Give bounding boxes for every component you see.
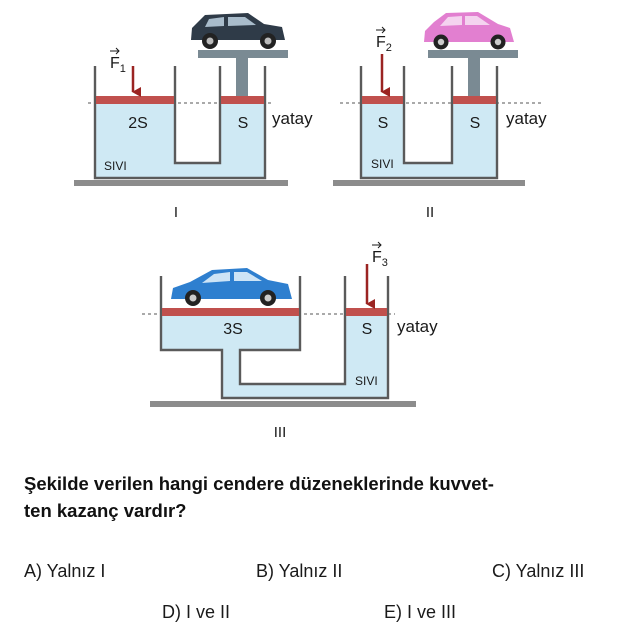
rod-i [236, 58, 248, 96]
piston-right-i [221, 96, 264, 104]
area-right-iii: S [362, 321, 373, 338]
area-right-i: S [238, 115, 249, 132]
fluid-label-ii: SIVI [371, 157, 394, 171]
vector-bar-ii [376, 26, 386, 34]
panel-i: F1 2S S yatay SIVI I [74, 13, 313, 221]
area-right-ii: S [470, 115, 481, 132]
option-b[interactable]: B) Yalnız II [256, 561, 343, 581]
panel-ii: F2 S S yatay SIVI II [333, 12, 547, 221]
question-line-2: ten kazanç vardır? [24, 500, 187, 521]
fluid-label-i: SIVI [104, 159, 127, 173]
piston-right-iii [346, 308, 387, 316]
panel-label-ii: II [426, 204, 434, 221]
horizontal-label-iii: yatay [397, 317, 438, 336]
hydraulic-press-figure: F1 2S S yatay SIVI I F2 S S yatay SIVI I… [74, 12, 547, 441]
area-left-ii: S [378, 115, 389, 132]
option-e[interactable]: E) I ve III [384, 602, 457, 622]
option-c[interactable]: C) Yalnız III [492, 561, 585, 581]
piston-left-ii [362, 96, 403, 104]
piston-right-ii [453, 96, 496, 104]
vector-bar-i [110, 47, 120, 55]
force-label-iii: F3 [372, 249, 388, 269]
rod-ii [468, 58, 480, 96]
horizontal-label-ii: yatay [506, 109, 547, 128]
question-line-1: Şekilde verilen hangi cendere düzenekler… [24, 473, 494, 494]
platform-ii [428, 50, 518, 58]
panel-label-iii: III [274, 424, 287, 441]
force-label-i: F1 [110, 55, 126, 75]
area-left-i: 2S [128, 115, 148, 132]
ground-i [74, 180, 288, 186]
panel-label-i: I [174, 204, 178, 221]
vessel-walls-iii [159, 276, 390, 400]
horizontal-label-i: yatay [272, 109, 313, 128]
force-label-ii: F2 [376, 34, 392, 54]
platform-i [198, 50, 288, 58]
area-left-iii: 3S [223, 321, 243, 338]
panel-iii: F3 3S S yatay SIVI III [142, 241, 438, 441]
ground-iii [150, 401, 416, 407]
car-icon [424, 12, 514, 50]
vessel-walls-ii [359, 66, 499, 180]
piston-left-i [96, 96, 174, 104]
car-icon [191, 13, 285, 49]
option-a[interactable]: A) Yalnız I [24, 561, 106, 581]
vessel-walls-i [93, 66, 267, 180]
piston-left-iii [162, 308, 299, 316]
fluid-label-iii: SIVI [355, 374, 378, 388]
vector-bar-iii [372, 241, 382, 249]
option-d[interactable]: D) I ve II [162, 602, 231, 622]
fluid-iii [161, 316, 388, 398]
fluid-ii [361, 104, 497, 178]
fluid-i [95, 104, 265, 178]
question-text: Şekilde verilen hangi cendere düzenekler… [24, 470, 609, 524]
ground-ii [333, 180, 525, 186]
car-icon [171, 268, 292, 306]
